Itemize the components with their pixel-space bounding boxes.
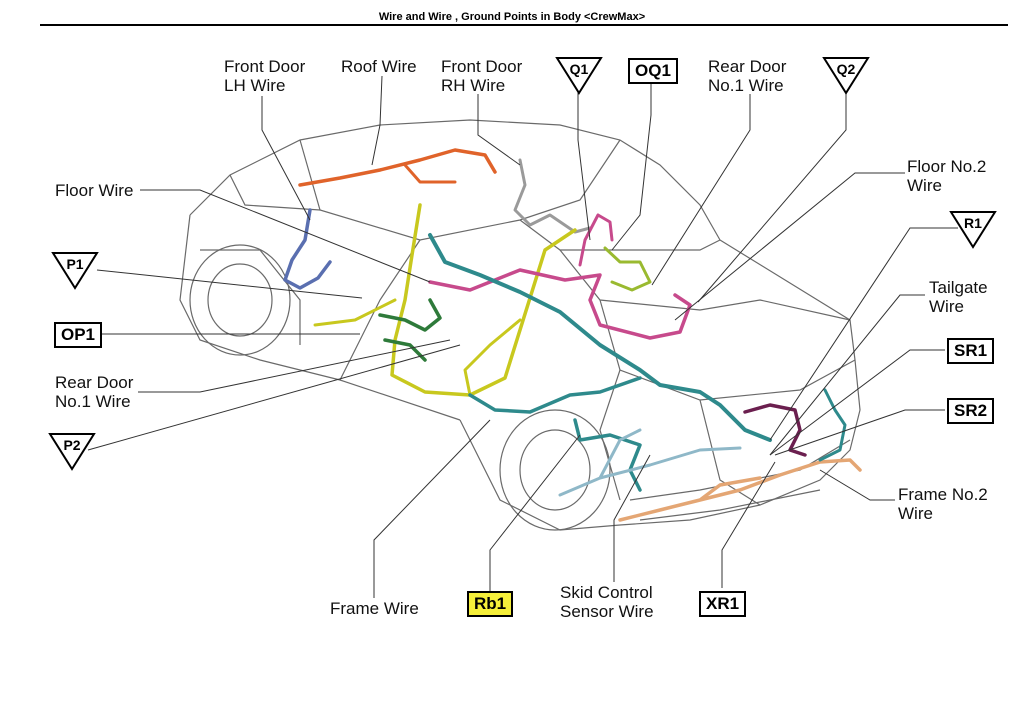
label-line: Rear Door	[55, 373, 134, 392]
label-line: Wire	[929, 297, 964, 316]
floor-no2-wire-harness	[428, 268, 692, 340]
ground-point-p1: P1	[66, 256, 84, 272]
label-floor-no2-wire: Floor No.2 Wire	[907, 157, 986, 195]
label-front-door-rh-wire: Front Door RH Wire	[441, 57, 522, 95]
label-tailgate-wire: Tailgate Wire	[929, 278, 988, 316]
vehicle-outline	[179, 119, 861, 531]
page-title: Wire and Wire , Ground Points in Body <C…	[378, 11, 646, 23]
frame-wire-light	[558, 428, 742, 497]
ground-triangles	[48, 57, 997, 471]
label-line: Skid Control	[560, 583, 653, 602]
label-line: Front Door	[441, 57, 523, 76]
rear-door-wire-harness-right	[603, 246, 652, 292]
title-rule	[40, 24, 1008, 26]
frame-no2-wire-harness	[618, 458, 862, 522]
tailgate-wire-harness	[743, 403, 807, 457]
ground-point-q1: Q1	[569, 61, 589, 77]
ground-point-op1: OP1	[54, 322, 103, 348]
frame-wire-harness	[428, 233, 772, 442]
label-line: Rear Door	[708, 57, 787, 76]
ground-point-rb1: Rb1	[467, 591, 514, 617]
label-frame-no2-wire: Frame No.2 Wire	[898, 485, 988, 523]
label-line: LH Wire	[224, 76, 286, 95]
triangle-q2	[822, 57, 870, 95]
label-front-door-lh-wire: Front Door LH Wire	[224, 57, 305, 95]
tailgate-wire-branch	[818, 388, 847, 462]
roof-wire-harness	[298, 148, 497, 187]
triangle-r1	[949, 211, 997, 249]
label-line: No.1 Wire	[55, 392, 131, 411]
label-line: Sensor Wire	[560, 602, 654, 621]
wires	[283, 148, 862, 522]
label-line: Frame Wire	[330, 599, 419, 618]
floor-no2-wire-branch	[578, 213, 614, 267]
label-line: Floor No.2	[907, 157, 987, 176]
label-line: Frame No.2	[898, 485, 988, 504]
ground-point-sr2: SR2	[947, 398, 995, 424]
triangle-q1	[555, 57, 603, 95]
label-rear-door-no1-wire-left: Rear Door No.1 Wire	[55, 373, 133, 411]
triangle-p2	[48, 433, 96, 471]
label-floor-wire: Floor Wire	[55, 181, 133, 200]
floor-wire-harness	[390, 203, 577, 397]
label-line: Floor Wire	[55, 181, 134, 200]
ground-point-sr1: SR1	[947, 338, 995, 364]
rear-door-wire-harness	[378, 298, 442, 362]
leader-lines	[87, 75, 958, 598]
ground-point-r1: R1	[964, 215, 982, 231]
label-line: RH Wire	[441, 76, 506, 95]
label-skid-control-sensor-wire: Skid Control Sensor Wire	[560, 583, 654, 621]
label-line: Tailgate	[929, 278, 988, 297]
label-roof-wire: Roof Wire	[341, 57, 417, 76]
label-line: Wire	[907, 176, 942, 195]
triangle-p1	[51, 252, 99, 290]
label-line: Wire	[898, 504, 933, 523]
label-line: Roof Wire	[341, 57, 417, 76]
label-frame-wire: Frame Wire	[330, 599, 419, 618]
front-door-lh-wire-harness	[283, 208, 332, 290]
ground-point-p2: P2	[63, 437, 81, 453]
ground-point-oq1: OQ1	[628, 58, 678, 84]
label-line: Front Door	[224, 57, 306, 76]
label-line: No.1 Wire	[708, 76, 784, 95]
label-rear-door-no1-wire-top: Rear Door No.1 Wire	[708, 57, 786, 95]
ground-point-xr1: XR1	[699, 591, 747, 617]
front-rh-wire-harness	[513, 158, 592, 234]
roof-wire-branch	[403, 163, 457, 184]
floor-wire-branch	[313, 298, 522, 397]
ground-point-q2: Q2	[836, 61, 856, 77]
